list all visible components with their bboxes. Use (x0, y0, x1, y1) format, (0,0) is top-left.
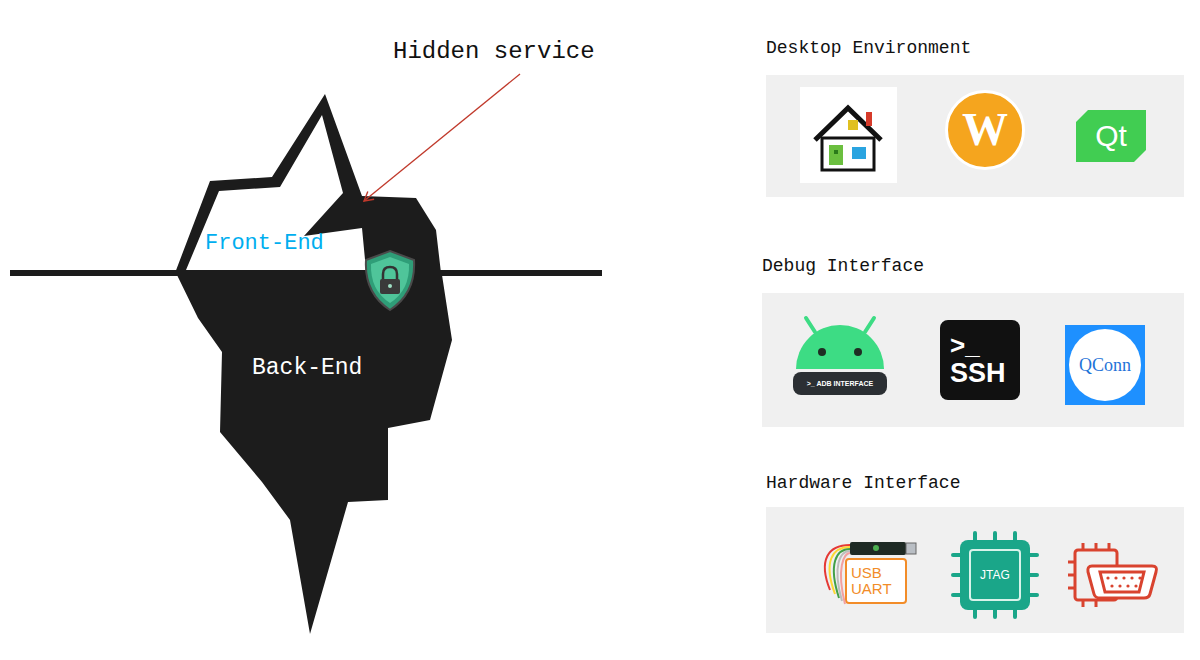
icon-text: QConn (1079, 356, 1131, 374)
serial-port-pins (1106, 576, 1141, 587)
icon-inner: QConn (1069, 329, 1141, 401)
icon-text: >_ ADB INTERFACE (807, 380, 873, 387)
panel-heading: Hardware Interface (766, 472, 1184, 494)
jtag-pins (953, 533, 1037, 617)
back-end-label: Back-End (252, 355, 362, 383)
serial-port-icon (1068, 543, 1157, 607)
icon-text: SSH (950, 359, 1006, 387)
leader-arrow (364, 74, 520, 201)
panel-heading: Desktop Environment (766, 37, 1184, 59)
back-end-label-text: Back-End (252, 355, 362, 383)
iceberg-tip (175, 94, 441, 273)
water-line (10, 270, 602, 276)
usb-uart-box: USB UART (845, 558, 907, 604)
icon-text: W (962, 107, 1008, 153)
usb-uart-adapter (825, 542, 916, 604)
front-end-label-text: Front-End (205, 231, 324, 257)
icon-text: Qt (1095, 121, 1127, 151)
front-end-region (186, 115, 366, 270)
icon-text: USB UART (851, 565, 901, 597)
shield-icon (366, 251, 414, 310)
android-head (796, 318, 884, 369)
icon-inner: JTAG (969, 549, 1021, 601)
icon-text: >_ (950, 332, 980, 359)
callout-label-text: Hidden service (393, 38, 595, 67)
qconn-logo: QConn (1065, 325, 1145, 405)
panel-heading: Debug Interface (762, 255, 1184, 277)
callout-label: Hidden service (393, 38, 595, 67)
qt-logo: Qt (1076, 110, 1146, 162)
iceberg-base (177, 275, 452, 634)
home-icon (800, 87, 897, 183)
jtag-chip: JTAG (960, 540, 1030, 610)
adb-badge: >_ ADB INTERFACE (793, 372, 887, 395)
icon-text: JTAG (980, 569, 1010, 581)
wayland-logo: W (945, 90, 1025, 170)
ssh-icon: >_SSH (940, 320, 1020, 400)
front-end-label: Front-End (205, 231, 324, 257)
